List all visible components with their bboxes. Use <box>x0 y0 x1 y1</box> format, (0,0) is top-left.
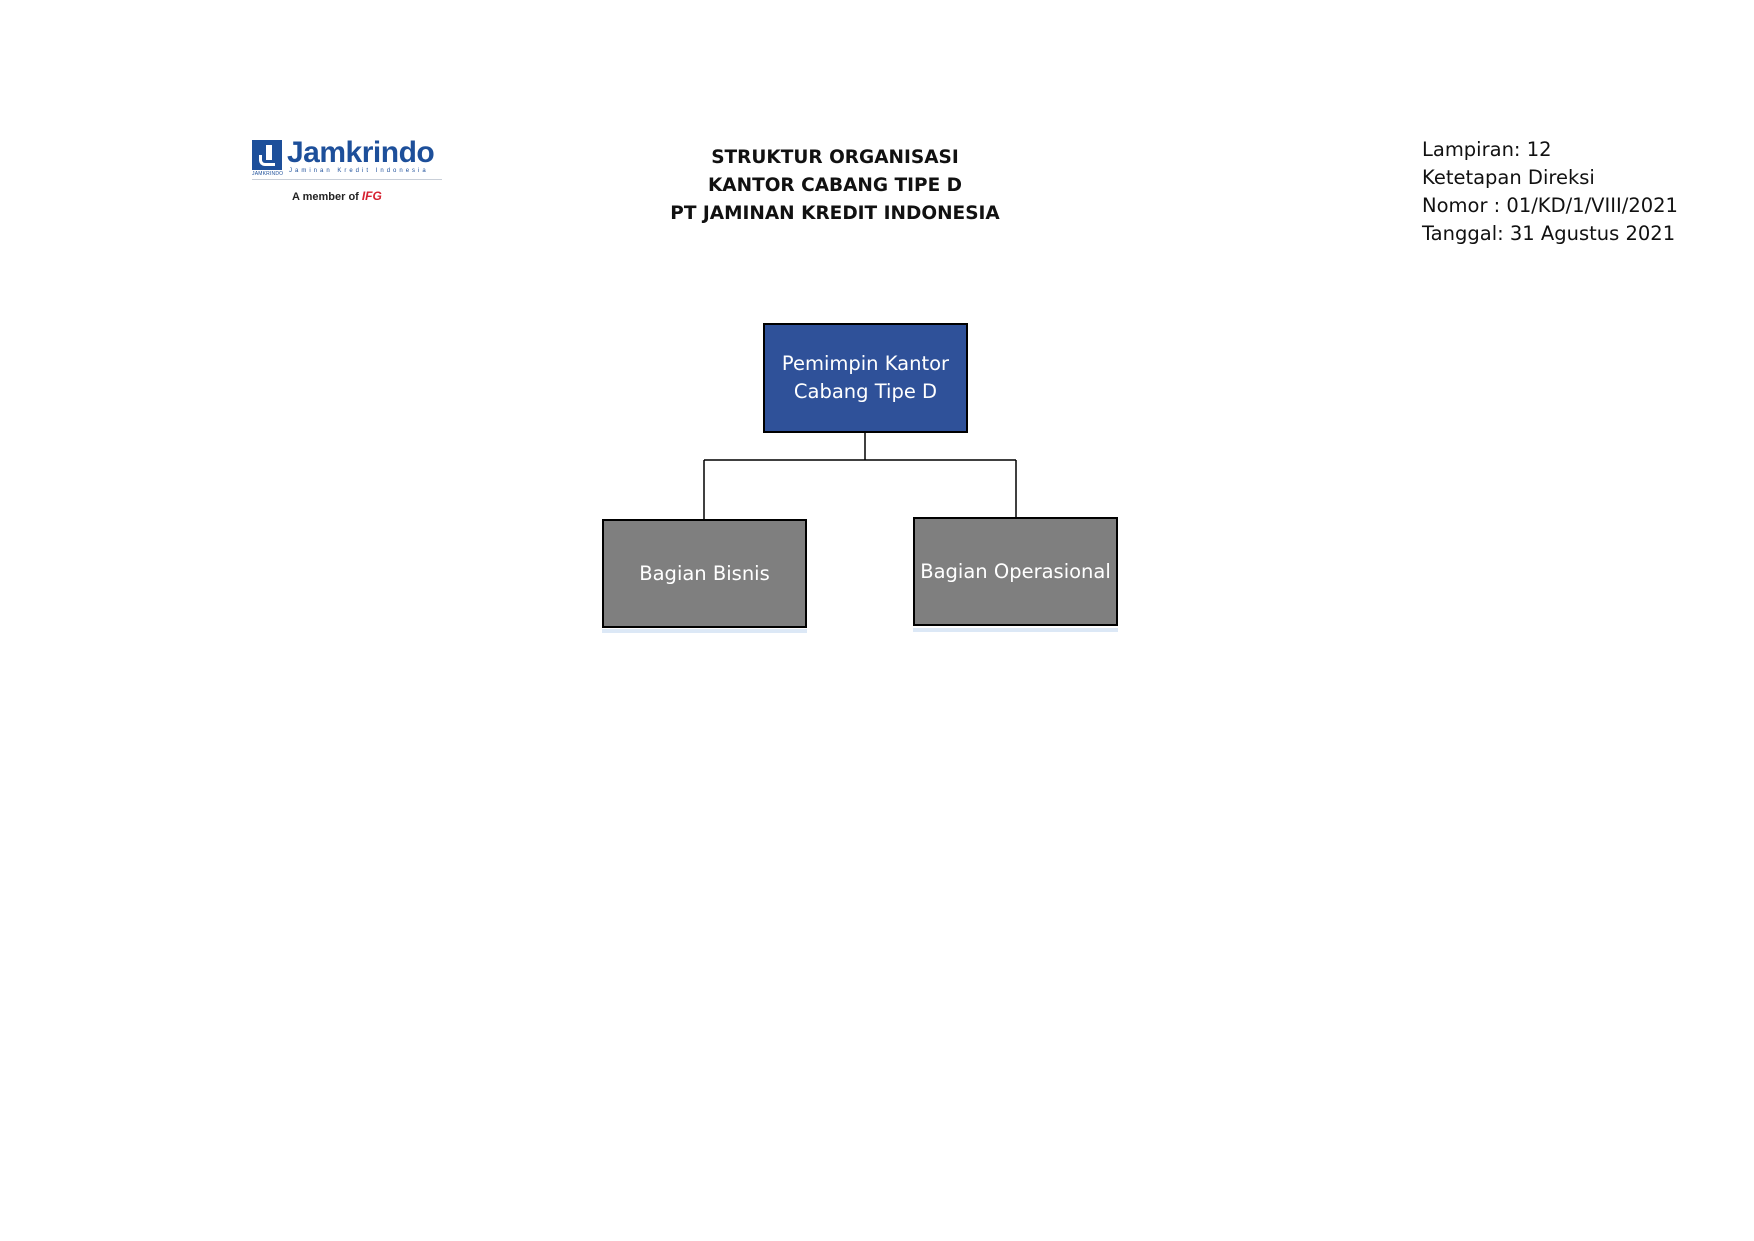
jamkrindo-logo-icon <box>252 140 282 170</box>
reference-number: Nomor : 01/KD/1/VIII/2021 <box>1422 194 1678 217</box>
ifg-logo-icon: IFG <box>361 189 382 203</box>
reference-decree: Ketetapan Direksi <box>1422 166 1595 189</box>
org-node-bagian-bisnis: Bagian Bisnis <box>602 519 807 628</box>
logo-member-text: A member of <box>292 191 359 203</box>
org-node-bagian-operasional-label: Bagian Operasional <box>920 559 1111 583</box>
reference-date: Tanggal: 31 Agustus 2021 <box>1422 222 1676 245</box>
org-node-root-line-2: Cabang Tipe D <box>793 380 938 403</box>
org-node-root: Pemimpin Kantor Cabang Tipe D <box>763 323 968 433</box>
company-logo: JAMKRINDO Jamkrindo Jaminan Kredit Indon… <box>252 136 447 208</box>
logo-wordmark: Jamkrindo <box>287 136 435 169</box>
title-line-2: KANTOR CABANG TIPE D <box>707 175 963 196</box>
org-node-root-line-1: Pemimpin Kantor <box>781 352 950 375</box>
org-node-bagian-bisnis-shadow <box>602 629 807 633</box>
reference-attachment: Lampiran: 12 <box>1422 138 1552 161</box>
page-title: STRUKTUR ORGANISASI KANTOR CABANG TIPE D… <box>660 144 1010 228</box>
org-node-bagian-operasional-shadow <box>913 628 1118 632</box>
title-line-1: STRUKTUR ORGANISASI <box>711 147 959 168</box>
org-node-bagian-bisnis-label: Bagian Bisnis <box>639 561 770 585</box>
logo-tagline: Jaminan Kredit Indonesia <box>289 168 429 174</box>
org-node-bagian-operasional: Bagian Operasional <box>913 517 1118 626</box>
title-line-3: PT JAMINAN KREDIT INDONESIA <box>670 203 1000 224</box>
reference-block: Lampiran: 12 Ketetapan Direksi Nomor : 0… <box>1422 136 1678 248</box>
logo-mark-text: JAMKRINDO <box>252 171 284 177</box>
logo-divider <box>252 179 442 180</box>
